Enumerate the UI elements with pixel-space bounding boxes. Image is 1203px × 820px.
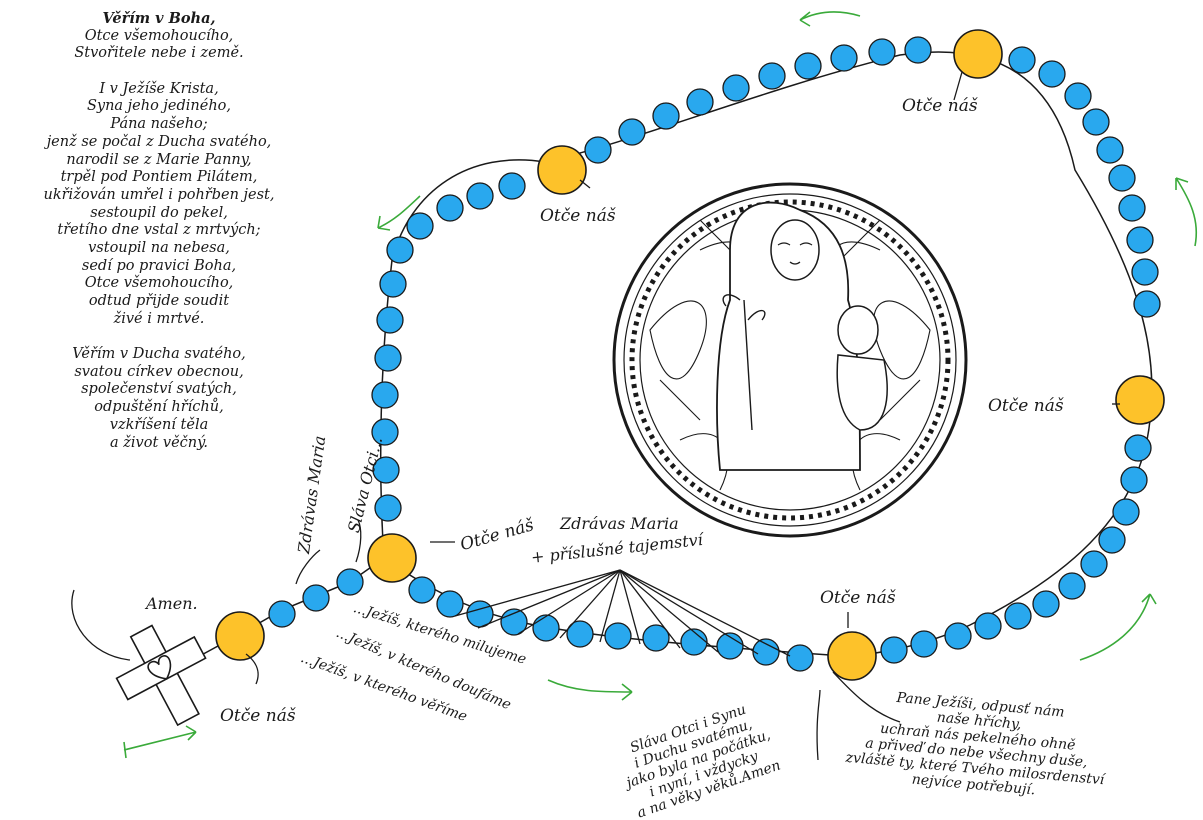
label-otce-nas: Otče náš — [820, 588, 896, 608]
madonna-medallion-icon — [614, 184, 966, 536]
small-bead — [1099, 527, 1125, 553]
creed-line: Otce všemohoucího, — [8, 28, 310, 46]
creed-line — [8, 328, 310, 346]
small-bead — [387, 237, 413, 263]
creed-line: ukřižován umřel i pohřben jest, — [8, 187, 310, 205]
small-bead — [467, 183, 493, 209]
small-bead — [1113, 499, 1139, 525]
small-bead — [409, 577, 435, 603]
creed-line: živé i mrtvé. — [8, 311, 310, 329]
small-bead — [499, 173, 525, 199]
small-bead — [337, 569, 363, 595]
small-bead — [1132, 259, 1158, 285]
creed-line: společenství svatých, — [8, 381, 310, 399]
creed-line: narodil se z Marie Panny, — [8, 152, 310, 170]
small-bead — [975, 613, 1001, 639]
small-bead — [881, 637, 907, 663]
creed-line: Stvořitele nebe i země. — [8, 45, 310, 63]
small-bead — [787, 645, 813, 671]
creed-line: a život věčný. — [8, 435, 310, 453]
small-bead — [911, 631, 937, 657]
label-tajemstvi-1: Zdrávas Maria — [560, 514, 679, 533]
small-bead — [605, 623, 631, 649]
small-bead — [1097, 137, 1123, 163]
small-bead — [723, 75, 749, 101]
small-bead — [831, 45, 857, 71]
label-otce-nas: Otče náš — [988, 396, 1064, 416]
small-bead — [795, 53, 821, 79]
small-bead — [380, 271, 406, 297]
creed-text: Věřím v Boha,Otce všemohoucího,Stvořitel… — [8, 10, 310, 452]
small-bead — [303, 585, 329, 611]
creed-line: Věřím v Boha, — [8, 10, 310, 28]
small-bead — [372, 382, 398, 408]
small-bead — [1039, 61, 1065, 87]
creed-line: Pána našeho; — [8, 116, 310, 134]
small-bead — [753, 639, 779, 665]
small-bead — [585, 137, 611, 163]
creed-line: trpěl pod Pontiem Pilátem, — [8, 169, 310, 187]
creed-line: odtud přijde soudit — [8, 293, 310, 311]
small-bead — [1005, 603, 1031, 629]
small-bead — [1125, 435, 1151, 461]
cross-icon — [102, 610, 227, 740]
small-bead — [1083, 109, 1109, 135]
small-bead — [533, 615, 559, 641]
large-bead — [216, 612, 264, 660]
small-bead — [1033, 591, 1059, 617]
creed-line: svatou církev obecnou, — [8, 364, 310, 382]
small-bead — [269, 601, 295, 627]
large-bead — [1116, 376, 1164, 424]
large-bead — [954, 30, 1002, 78]
label-otce-nas: Otče náš — [220, 706, 296, 726]
creed-line: jenž se počal z Ducha svatého, — [8, 134, 310, 152]
creed-line: sestoupil do pekel, — [8, 205, 310, 223]
small-bead — [437, 591, 463, 617]
creed-line: Otce všemohoucího, — [8, 275, 310, 293]
small-bead — [905, 37, 931, 63]
small-bead — [759, 63, 785, 89]
small-bead — [375, 495, 401, 521]
label-otce-nas: Otče náš — [902, 96, 978, 116]
creed-line: vzkříšení těla — [8, 417, 310, 435]
small-bead — [681, 629, 707, 655]
creed-line: vstoupil na nebesa, — [8, 240, 310, 258]
small-bead — [1081, 551, 1107, 577]
creed-line: I v Ježíše Krista, — [8, 81, 310, 99]
small-bead — [1059, 573, 1085, 599]
small-bead — [375, 345, 401, 371]
large-bead — [828, 632, 876, 680]
creed-line: Věřím v Ducha svatého, — [8, 346, 310, 364]
small-bead — [1009, 47, 1035, 73]
small-bead — [1127, 227, 1153, 253]
large-bead — [368, 534, 416, 582]
label-otce-nas: Otče náš — [540, 206, 616, 226]
small-bead — [1109, 165, 1135, 191]
small-bead — [945, 623, 971, 649]
creed-line: odpuštění hříchů, — [8, 399, 310, 417]
small-bead — [377, 307, 403, 333]
small-bead — [1119, 195, 1145, 221]
small-bead — [1121, 467, 1147, 493]
creed-line — [8, 63, 310, 81]
small-bead — [1134, 291, 1160, 317]
small-bead — [687, 89, 713, 115]
small-bead — [869, 39, 895, 65]
small-bead — [437, 195, 463, 221]
small-bead — [619, 119, 645, 145]
creed-line: třetího dne vstal z mrtvých; — [8, 222, 310, 240]
creed-line: Syna jeho jediného, — [8, 98, 310, 116]
large-bead — [538, 146, 586, 194]
amen-label: Amen. — [146, 594, 198, 613]
small-bead — [653, 103, 679, 129]
small-bead — [1065, 83, 1091, 109]
creed-line: sedí po pravici Boha, — [8, 258, 310, 276]
small-bead — [407, 213, 433, 239]
